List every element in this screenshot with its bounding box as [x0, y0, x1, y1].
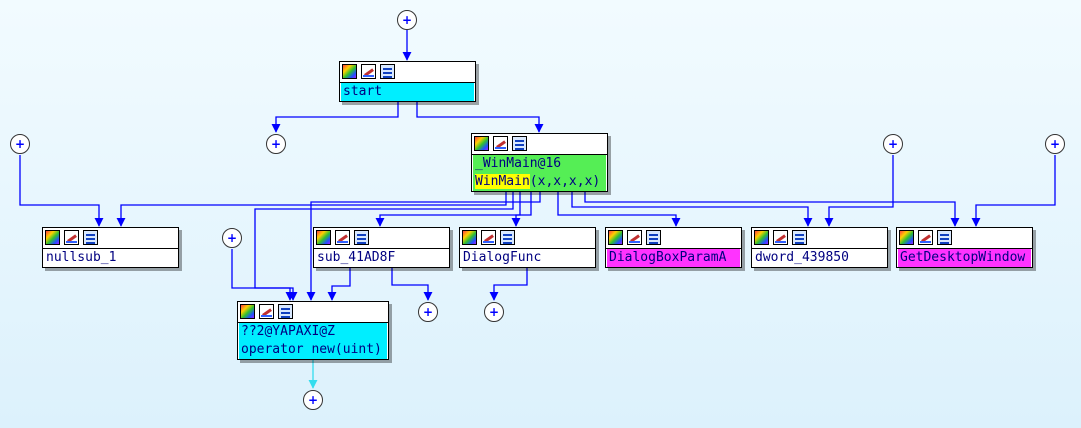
node-dialogboxparama[interactable]: DialogBoxParamA	[605, 227, 742, 268]
color-palette-icon[interactable]	[342, 64, 357, 79]
color-palette-icon[interactable]	[240, 304, 255, 319]
edge-dialogfunc-expander	[489, 268, 528, 301]
color-palette-icon[interactable]	[45, 230, 60, 245]
edge-ext-getdesktop	[971, 155, 1056, 227]
node-label: nullsub_1	[44, 249, 177, 267]
node-toolbar	[238, 302, 388, 323]
edge-winmain-opnew-b	[306, 189, 541, 301]
rename-icon[interactable]	[493, 136, 508, 151]
node-toolbar	[752, 228, 887, 249]
node-demangled-name: operator new(uint)	[239, 341, 387, 359]
signature-args: (x,x,x,x)	[529, 174, 601, 189]
expand-getdesktop-caller-icon[interactable]: +	[1045, 134, 1065, 154]
rename-icon[interactable]	[627, 230, 642, 245]
node-getdesktopwindow[interactable]: GetDesktopWindow	[896, 227, 1033, 268]
node-nullsub[interactable]: nullsub_1	[42, 227, 179, 268]
node-operator-new[interactable]: ??2@YAPAXI@Z operator new(uint)	[237, 301, 389, 360]
edge-winmain-dialogfunc	[511, 189, 532, 227]
node-toolbar	[472, 134, 607, 155]
edge-start-expander	[271, 101, 399, 133]
node-toolbar	[340, 62, 475, 83]
node-label: GetDesktopWindow	[898, 249, 1031, 267]
edge-sub41-expander	[391, 268, 433, 301]
edge-ext-nullsub	[19, 155, 104, 227]
color-palette-icon[interactable]	[316, 230, 331, 245]
rename-icon[interactable]	[259, 304, 274, 319]
edge-winmain-sub41	[375, 189, 521, 227]
graph-view-icon[interactable]	[83, 230, 98, 245]
expand-opnew-callee-icon[interactable]: +	[303, 390, 323, 410]
edge-winmain-dialogboxparam	[557, 189, 681, 227]
rename-icon[interactable]	[481, 230, 496, 245]
color-palette-icon[interactable]	[462, 230, 477, 245]
node-label: DialogFunc	[461, 249, 594, 267]
node-toolbar	[897, 228, 1032, 249]
node-label: ??2@YAPAXI@Z	[239, 323, 387, 341]
edge-winmain-opnew-a	[254, 189, 514, 301]
highlighted-name: WinMain	[475, 174, 530, 189]
graph-view-icon[interactable]	[646, 230, 661, 245]
node-start[interactable]: start	[339, 61, 476, 102]
expand-sub41-callee-icon[interactable]: +	[418, 302, 438, 322]
expand-nullsub-caller-icon[interactable]: +	[10, 134, 30, 154]
edge-ext-dword	[824, 155, 894, 227]
expand-dword-caller-icon[interactable]: +	[883, 134, 903, 154]
color-palette-icon[interactable]	[754, 230, 769, 245]
graph-view-icon[interactable]	[380, 64, 395, 79]
color-palette-icon[interactable]	[608, 230, 623, 245]
graph-view-icon[interactable]	[937, 230, 952, 245]
expand-opnew-caller-icon[interactable]: +	[222, 228, 242, 248]
color-palette-icon[interactable]	[899, 230, 914, 245]
rename-icon[interactable]	[361, 64, 376, 79]
edge-winmain-getdesktop-a	[584, 189, 960, 227]
graph-view-icon[interactable]	[500, 230, 515, 245]
edge-ext-opnew	[231, 249, 298, 301]
expand-start-callee-icon[interactable]: +	[266, 134, 286, 154]
node-sub-41ad8f[interactable]: sub_41AD8F	[313, 227, 450, 268]
node-toolbar	[314, 228, 449, 249]
expand-dialogfunc-callee-icon[interactable]: +	[484, 302, 504, 322]
node-signature: WinMain(x,x,x,x)	[473, 173, 606, 191]
node-dialogfunc[interactable]: DialogFunc	[459, 227, 596, 268]
expand-root-icon[interactable]: +	[397, 10, 417, 30]
edge-winmain-nullsub	[116, 189, 507, 227]
edge-sub41-opnew	[327, 268, 351, 301]
graph-view-icon[interactable]	[354, 230, 369, 245]
graph-view-icon[interactable]	[792, 230, 807, 245]
rename-icon[interactable]	[335, 230, 350, 245]
color-palette-icon[interactable]	[474, 136, 489, 151]
edge-winmain-dword-a	[571, 189, 813, 227]
rename-icon[interactable]	[64, 230, 79, 245]
node-label: start	[341, 83, 474, 101]
node-label: dword_439850	[753, 249, 886, 267]
rename-icon[interactable]	[918, 230, 933, 245]
rename-icon[interactable]	[773, 230, 788, 245]
node-label: sub_41AD8F	[315, 249, 448, 267]
edge-start-winmain	[416, 101, 544, 133]
node-label: _WinMain@16	[473, 155, 606, 173]
graph-view-icon[interactable]	[278, 304, 293, 319]
graph-view-icon[interactable]	[512, 136, 527, 151]
node-label: DialogBoxParamA	[607, 249, 740, 267]
node-dword-439850[interactable]: dword_439850	[751, 227, 888, 268]
node-toolbar	[460, 228, 595, 249]
node-toolbar	[606, 228, 741, 249]
node-toolbar	[43, 228, 178, 249]
node-winmain[interactable]: _WinMain@16 WinMain(x,x,x,x)	[471, 133, 608, 192]
